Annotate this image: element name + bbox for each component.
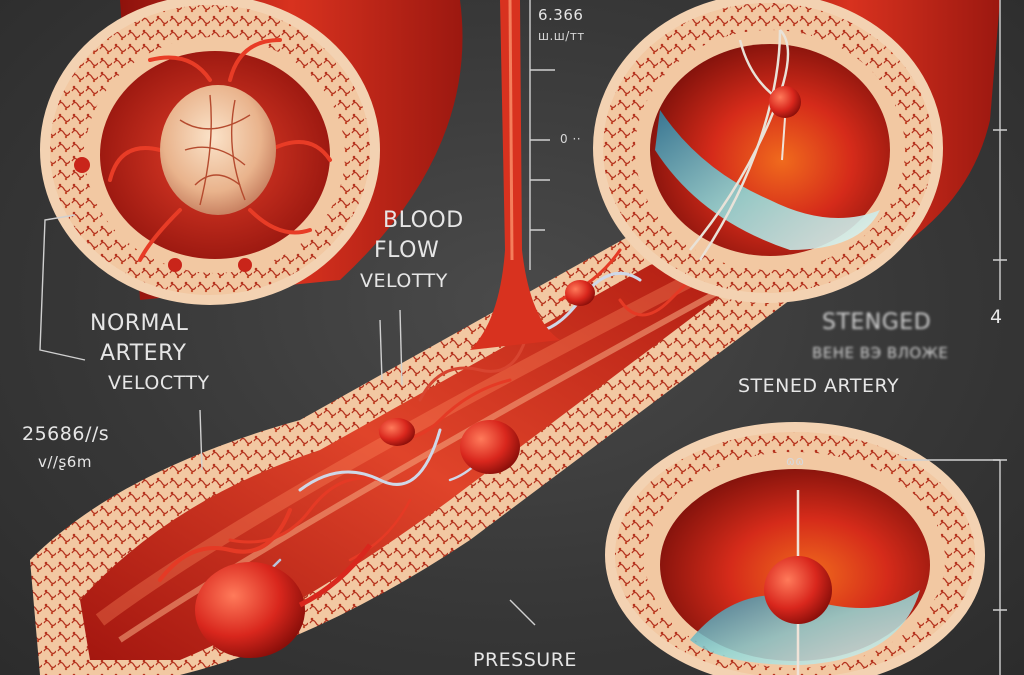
- normal-artery-label-3: VELOCTTY: [108, 372, 210, 394]
- top-velocity-unit: ш.ш/тт: [538, 29, 585, 43]
- blood-flow-stem: [470, 0, 560, 350]
- pressure-label: PRESSURE: [473, 649, 577, 671]
- stened-artery-label: STENED ARTERY: [738, 375, 900, 397]
- measurement-lines: [39, 0, 1007, 675]
- stenged-label: STENGED: [822, 310, 932, 335]
- plaque-deposit: [655, 110, 880, 250]
- normal-artery-label-2: ARTERY: [100, 341, 187, 366]
- stenged-blurred-label: ВЕНЕ ВЭ ВЛОЖЕ: [812, 344, 949, 362]
- right-tick-label: 4: [990, 306, 1003, 328]
- blood-flow-label-1: BLOOD: [383, 208, 464, 233]
- normal-artery-label-1: NORMAL: [90, 311, 189, 336]
- blood-flow-label-2: FLOW: [374, 238, 440, 263]
- normal-cross-section: [40, 0, 380, 305]
- top-velocity-value: 6.366: [538, 6, 584, 24]
- stenosed-cross-section: [593, 0, 943, 303]
- top-tick-label: 0 ··: [560, 132, 582, 146]
- left-velocity-value: 25686//s: [22, 423, 110, 445]
- bottom-cross-section: [605, 422, 985, 675]
- bottom-tick-label: ɷɷ: [786, 454, 805, 468]
- blood-flow-label-3: VELOTTY: [360, 270, 448, 292]
- blood-cells: [195, 280, 595, 658]
- left-velocity-unit: v//ʂ6m: [38, 453, 92, 471]
